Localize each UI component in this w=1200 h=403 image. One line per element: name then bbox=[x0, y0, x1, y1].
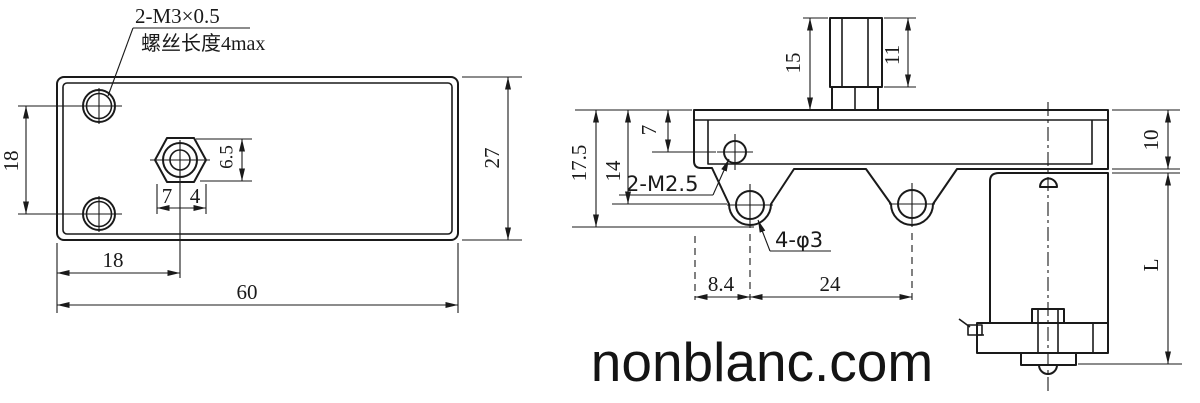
dim-text-hex-offset: 18 bbox=[103, 248, 124, 272]
screw-hole-top bbox=[18, 88, 122, 124]
dim-text-plate-thickness: 10 bbox=[1139, 130, 1163, 151]
note-holes-leader bbox=[757, 219, 771, 252]
dim-text-knob-height: 15 bbox=[781, 53, 805, 74]
note-screw-length: 螺丝长度4max bbox=[141, 32, 265, 55]
plate-profile bbox=[693, 109, 1109, 226]
body-top-tab bbox=[1039, 177, 1058, 188]
note-holes: 4-φ3 bbox=[775, 228, 823, 252]
note-thread-leader bbox=[107, 27, 134, 97]
bottom-dome bbox=[1038, 364, 1058, 375]
note-thread: 2-M2.5 bbox=[626, 172, 698, 196]
dim-text-total-width: 60 bbox=[237, 280, 258, 304]
screw-hole-bottom bbox=[18, 196, 122, 232]
plate-channel bbox=[707, 120, 1093, 165]
dim-text-hex-height: 6.5 bbox=[216, 145, 237, 169]
dim-text-hole-pitch: 24 bbox=[820, 272, 842, 296]
dim-text-body-length: L bbox=[1139, 259, 1163, 272]
block-left-step bbox=[976, 334, 984, 353]
watermark-text: nonblanc.com bbox=[591, 331, 933, 393]
connector-plug bbox=[967, 324, 983, 336]
bottom-assembly bbox=[958, 308, 1109, 375]
knob-nut-outline bbox=[829, 17, 883, 88]
lobe-hole-2 bbox=[889, 183, 935, 300]
dim-text-hex-right: 4 bbox=[190, 184, 201, 208]
right-view: 8.4 24 17.5 14 7 2-M2.5 4-φ3 bbox=[567, 17, 1182, 395]
body-outline bbox=[989, 172, 1109, 323]
note-thread-leader bbox=[712, 158, 730, 196]
dim-text-hex-left: 7 bbox=[162, 184, 173, 208]
lobe-hole-1 bbox=[727, 184, 773, 300]
plate-outline bbox=[56, 76, 459, 241]
plate-inner-outline bbox=[62, 82, 453, 235]
dim-text-depth-screw: 7 bbox=[637, 125, 661, 136]
knob bbox=[829, 17, 883, 111]
dim-text-depth-total: 17.5 bbox=[567, 145, 591, 182]
connector-wire bbox=[958, 318, 971, 328]
dim-text-hole-spacing: 18 bbox=[0, 151, 23, 172]
left-view: 18 6.5 7 4 18 60 27 bbox=[0, 4, 522, 313]
dim-text-knob-top-height: 11 bbox=[880, 45, 904, 65]
note-thread-spec: 2-M3×0.5 bbox=[135, 4, 220, 28]
m25-hole bbox=[717, 134, 753, 170]
dim-text-hole-offset: 8.4 bbox=[708, 272, 735, 296]
dim-text-depth-hole: 14 bbox=[601, 160, 625, 182]
dim-text-total-height: 27 bbox=[480, 148, 504, 169]
bottom-block bbox=[976, 322, 1109, 354]
